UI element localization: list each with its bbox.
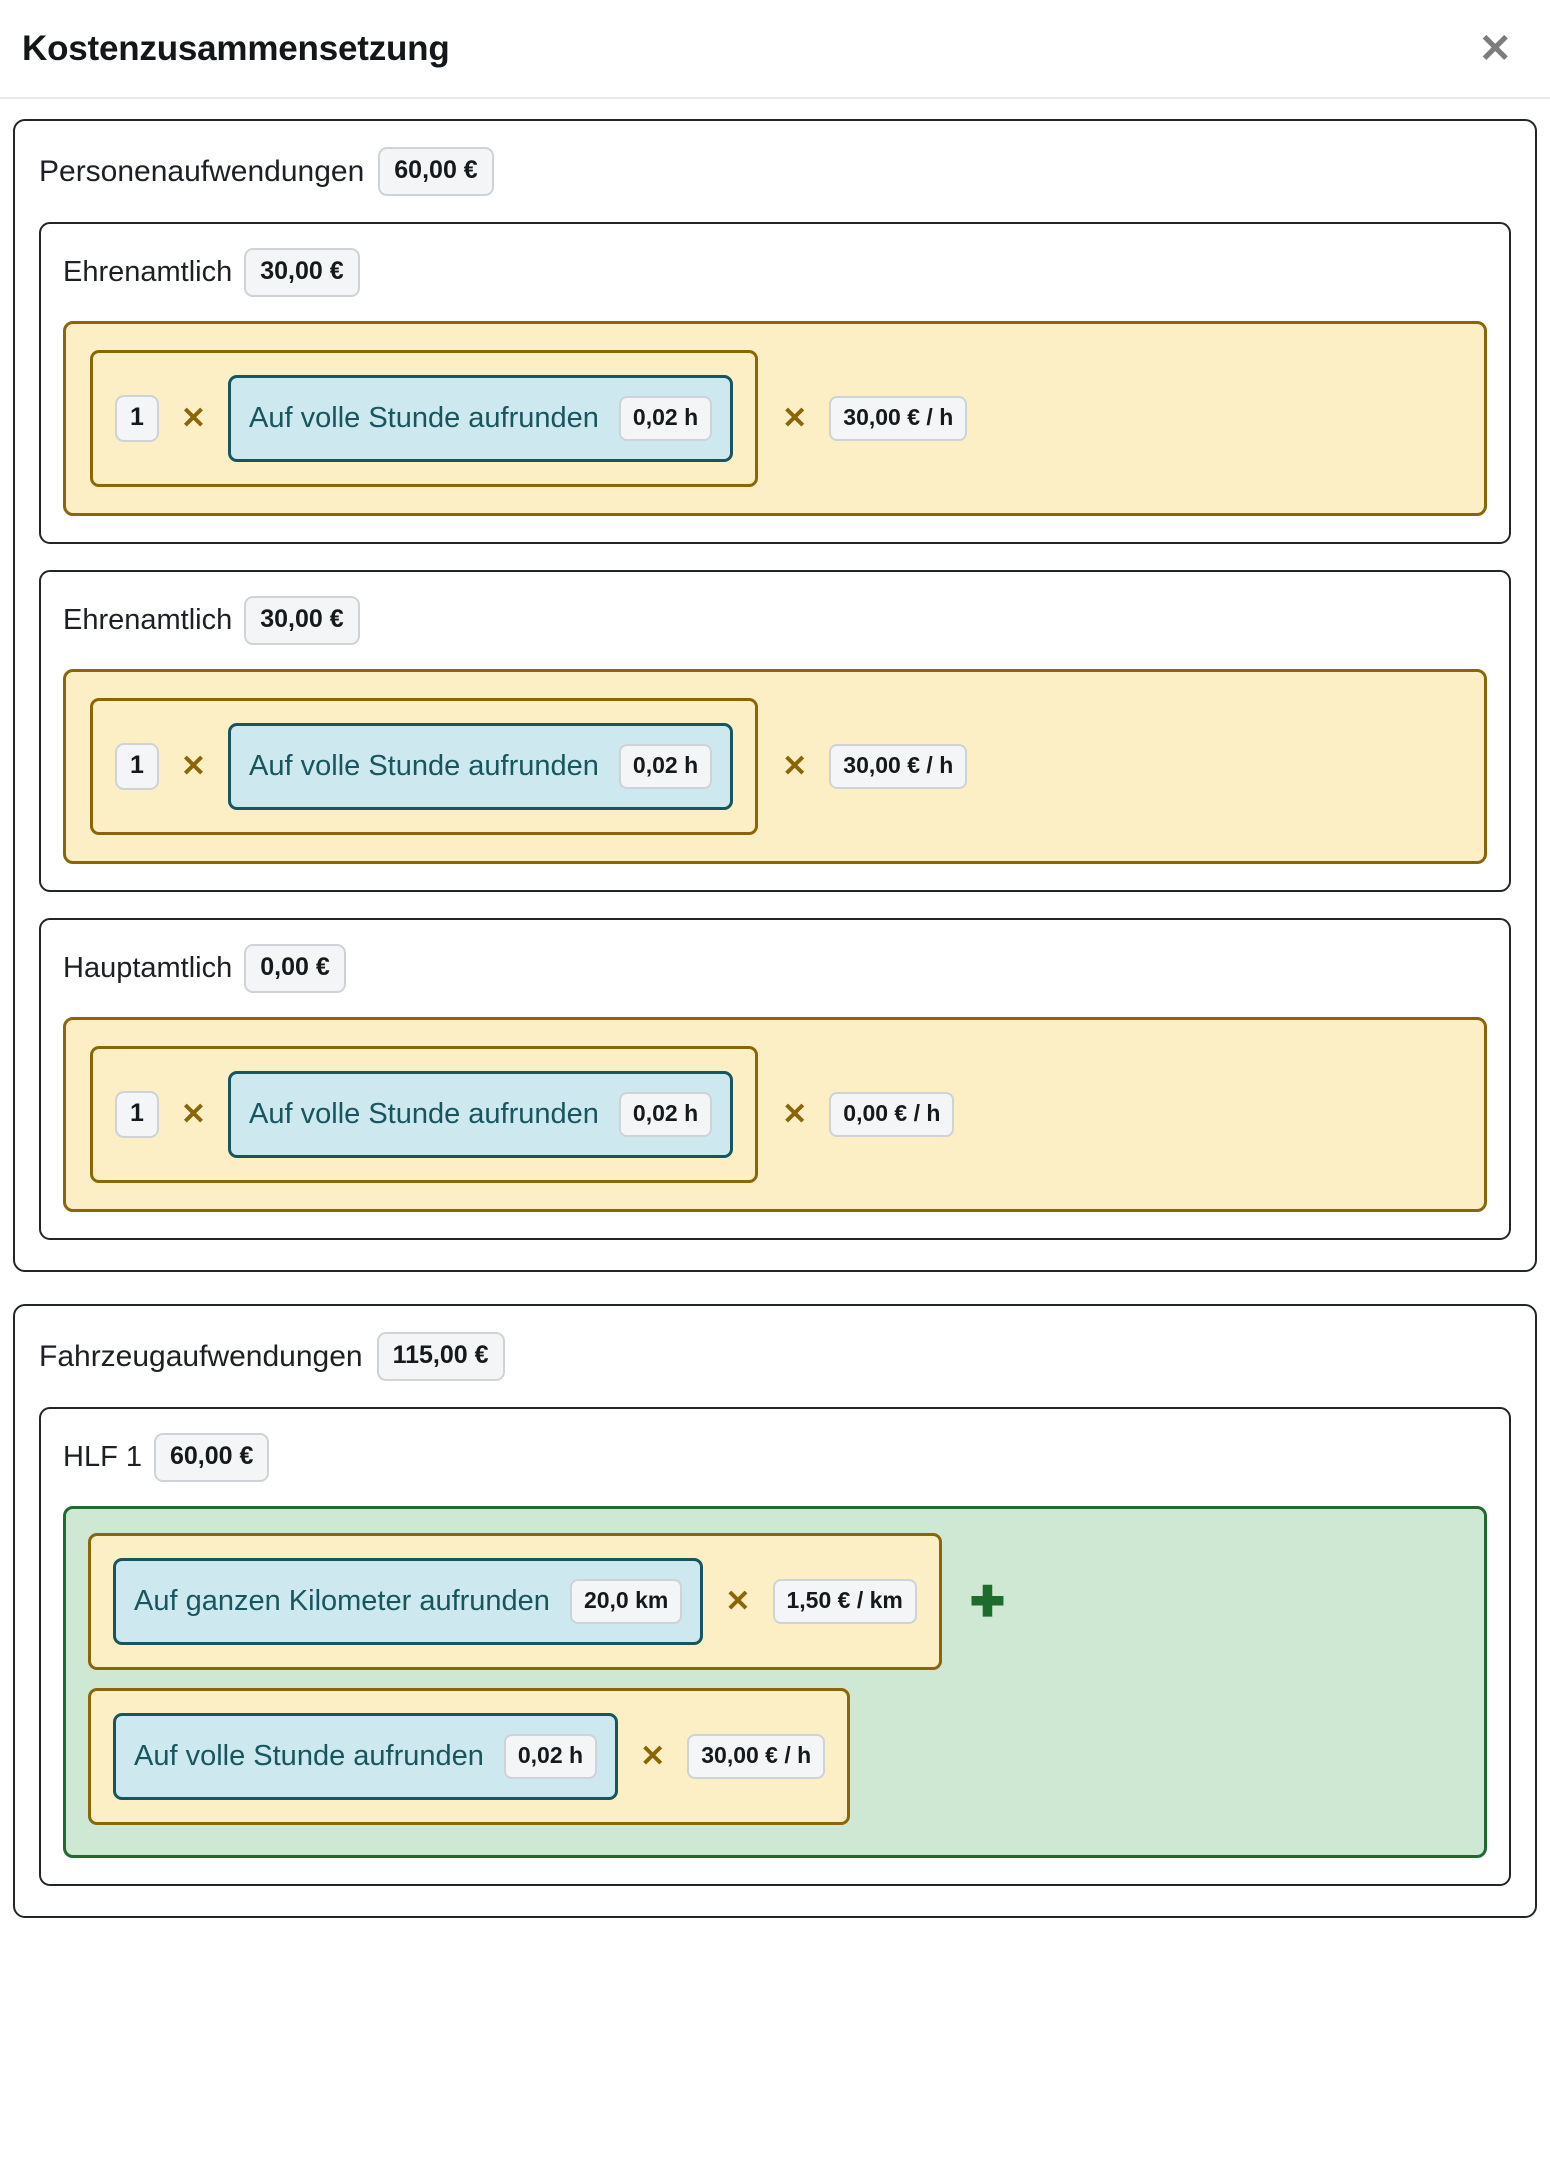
- expense-item-total-badge: 30,00 €: [244, 596, 360, 645]
- calculation-container-yellow: 1 ✕ Auf volle Stunde aufrunden 0,02 h ✕ 0,00 …: [63, 1017, 1487, 1212]
- rounding-rule-box: Auf volle Stunde aufrunden 0,02 h: [228, 1071, 734, 1158]
- expense-group-total-badge: 115,00 €: [376, 1332, 505, 1381]
- unit-rate-badge: 1,50 € / km: [772, 1579, 917, 1624]
- expense-item-total-badge: 0,00 €: [244, 944, 346, 993]
- expense-group-label: Personenaufwendungen: [39, 154, 365, 188]
- rate-expression: ✕ 30,00 € / h: [782, 744, 968, 789]
- calculation-formula-box: Auf volle Stunde aufrunden 0,02 h ✕ 30,00 €…: [88, 1688, 851, 1825]
- expense-item-header: Ehrenamtlich 30,00 €: [63, 596, 1487, 645]
- calculation-row: Auf ganzen Kilometer aufrunden 20,0 km ✕ 1,…: [88, 1533, 1005, 1670]
- calculation-formula-box: 1 ✕ Auf volle Stunde aufrunden 0,02 h: [90, 698, 759, 835]
- rate-expression: ✕ 30,00 € / h: [640, 1734, 826, 1779]
- expense-item-label: Ehrenamtlich: [63, 604, 233, 636]
- quantity-badge: 1: [115, 395, 159, 442]
- rounding-rule-value-badge: 0,02 h: [618, 744, 713, 789]
- modal-header: Kostenzusammensetzung ✕: [0, 0, 1550, 99]
- rounding-rule-label: Auf volle Stunde aufrunden: [249, 402, 599, 434]
- add-icon[interactable]: ✚: [969, 1577, 1006, 1625]
- rounding-rule-box: Auf volle Stunde aufrunden 0,02 h: [113, 1713, 619, 1800]
- rounding-rule-label: Auf volle Stunde aufrunden: [249, 1098, 599, 1130]
- expense-item-header: Hauptamtlich 0,00 €: [63, 944, 1487, 993]
- expense-item-card: HLF 1 60,00 € Auf ganzen Kilometer aufrund…: [39, 1407, 1511, 1886]
- rounding-rule-value-badge: 0,02 h: [503, 1734, 598, 1779]
- rounding-rule-label: Auf volle Stunde aufrunden: [249, 750, 599, 782]
- expense-group-label: Fahrzeugaufwendungen: [39, 1339, 363, 1373]
- expense-item-label: HLF 1: [63, 1441, 142, 1473]
- expense-group-card: Personenaufwendungen 60,00 € Ehrenamtlich 3…: [13, 119, 1537, 1272]
- expense-item-total-badge: 60,00 €: [153, 1433, 270, 1482]
- calculation-formula-box: 1 ✕ Auf volle Stunde aufrunden 0,02 h: [90, 1046, 759, 1183]
- expense-group-card: Fahrzeugaufwendungen 115,00 € HLF 1 60,00 €…: [13, 1304, 1537, 1918]
- multiply-icon: ✕: [180, 401, 207, 435]
- multiply-icon: ✕: [180, 749, 207, 783]
- multiply-icon: ✕: [782, 749, 808, 783]
- expense-group-total-badge: 60,00 €: [378, 147, 494, 196]
- page-title: Kostenzusammensetzung: [22, 28, 450, 68]
- calculation-formula-box: 1 ✕ Auf volle Stunde aufrunden 0,02 h: [90, 350, 759, 487]
- rate-expression: ✕ 0,00 € / h: [782, 1092, 955, 1137]
- calculation-container-yellow: 1 ✕ Auf volle Stunde aufrunden 0,02 h ✕ 30,00…: [63, 669, 1487, 864]
- expense-item-header: Ehrenamtlich 30,00 €: [63, 248, 1487, 297]
- unit-rate-badge: 30,00 € / h: [687, 1734, 826, 1779]
- quantity-badge: 1: [115, 1091, 159, 1138]
- rounding-rule-label: Auf volle Stunde aufrunden: [134, 1740, 484, 1772]
- multiply-icon: ✕: [782, 1097, 808, 1131]
- unit-rate-badge: 30,00 € / h: [829, 396, 968, 441]
- multiply-icon: ✕: [782, 401, 808, 435]
- quantity-badge: 1: [115, 743, 159, 790]
- rounding-rule-value-badge: 0,02 h: [618, 396, 713, 441]
- modal-body: Personenaufwendungen 60,00 € Ehrenamtlich 3…: [0, 99, 1550, 1918]
- calculation-formula-box: Auf ganzen Kilometer aufrunden 20,0 km ✕ 1,…: [88, 1533, 942, 1670]
- rounding-rule-box: Auf volle Stunde aufrunden 0,02 h: [228, 375, 734, 462]
- multiply-icon: ✕: [180, 1097, 207, 1131]
- expense-item-card: Ehrenamtlich 30,00 € 1 ✕ Auf volle Stunde au…: [39, 222, 1511, 544]
- rounding-rule-label: Auf ganzen Kilometer aufrunden: [134, 1585, 550, 1617]
- expense-item-header: HLF 1 60,00 €: [63, 1433, 1487, 1482]
- multiply-icon: ✕: [640, 1739, 666, 1773]
- rate-expression: ✕ 30,00 € / h: [782, 396, 968, 441]
- expense-item-card: Ehrenamtlich 30,00 € 1 ✕ Auf volle Stunde au…: [39, 570, 1511, 892]
- expense-item-total-badge: 30,00 €: [244, 248, 360, 297]
- rounding-rule-box: Auf ganzen Kilometer aufrunden 20,0 km: [113, 1558, 704, 1645]
- expense-group-header: Personenaufwendungen 60,00 €: [39, 147, 1511, 196]
- unit-rate-badge: 30,00 € / h: [829, 744, 968, 789]
- unit-rate-badge: 0,00 € / h: [829, 1092, 955, 1137]
- rounding-rule-box: Auf volle Stunde aufrunden 0,02 h: [228, 723, 734, 810]
- rate-expression: ✕ 1,50 € / km: [725, 1579, 917, 1624]
- close-icon[interactable]: ✕: [1474, 29, 1516, 69]
- rounding-rule-value-badge: 0,02 h: [618, 1092, 713, 1137]
- calculation-container-yellow: 1 ✕ Auf volle Stunde aufrunden 0,02 h ✕ 30,00…: [63, 321, 1487, 516]
- calculation-row: Auf volle Stunde aufrunden 0,02 h ✕ 30,00 €…: [88, 1688, 851, 1825]
- multiply-icon: ✕: [725, 1584, 751, 1618]
- expense-item-label: Ehrenamtlich: [63, 256, 233, 288]
- expense-item-label: Hauptamtlich: [63, 952, 233, 984]
- expense-item-card: Hauptamtlich 0,00 € 1 ✕ Auf volle Stunde auf…: [39, 918, 1511, 1240]
- calculation-container-green: Auf ganzen Kilometer aufrunden 20,0 km ✕ 1,…: [63, 1506, 1487, 1858]
- rounding-rule-value-badge: 20,0 km: [569, 1579, 683, 1624]
- expense-group-header: Fahrzeugaufwendungen 115,00 €: [39, 1332, 1511, 1381]
